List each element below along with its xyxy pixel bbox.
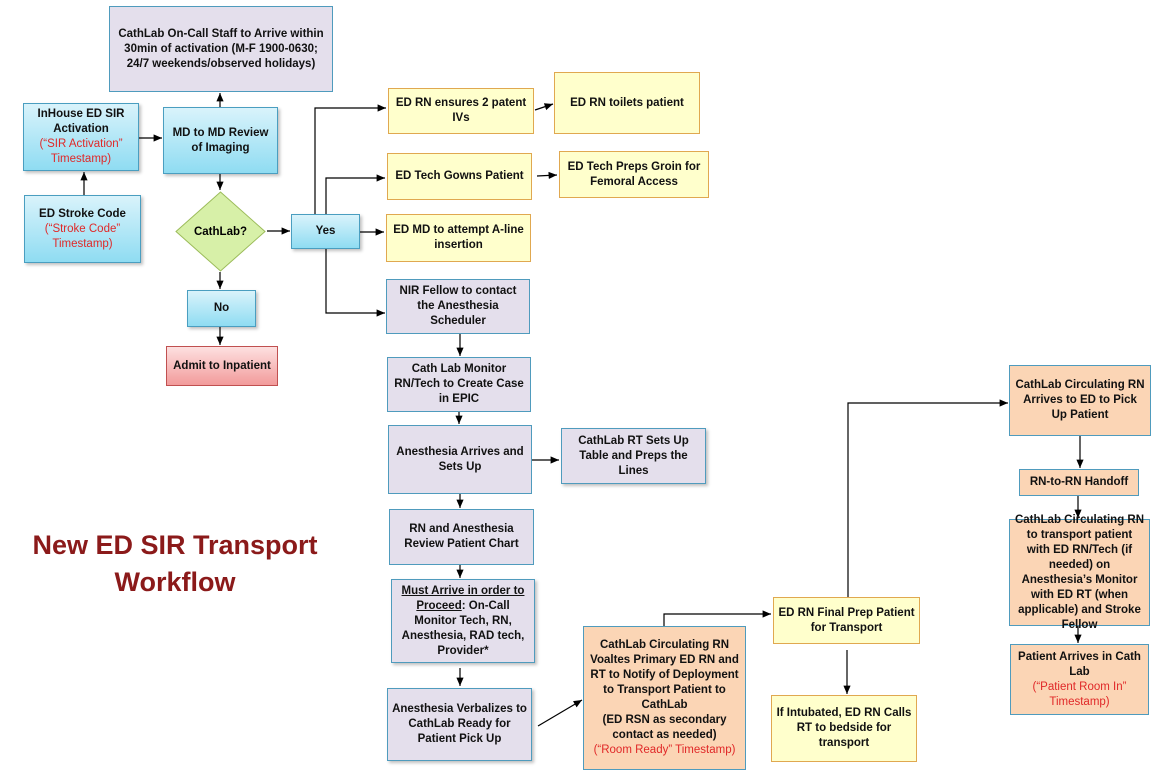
arrow bbox=[534, 103, 554, 111]
yes-text: Yes bbox=[315, 225, 336, 237]
final-prep-box: ED RN Final Prep Patient for Transport bbox=[773, 597, 920, 644]
md-aline-box: ED MD to attempt A-line insertion bbox=[386, 214, 531, 262]
cathlab-decision-label: CathLab? bbox=[193, 225, 248, 238]
md-review-text: MD to MD Review of Imaging bbox=[172, 126, 269, 154]
tech-gowns-box: ED Tech Gowns Patient bbox=[387, 153, 532, 200]
stroke-code-box: ED Stroke Code (“Stroke Code” Timestamp) bbox=[24, 195, 141, 263]
voaltes-box: CathLab Circulating RN Voaltes Primary E… bbox=[583, 626, 746, 770]
final-prep-text: ED RN Final Prep Patient for Transport bbox=[778, 606, 915, 634]
nir-fellow-box: NIR Fellow to contact the Anesthesia Sch… bbox=[386, 279, 530, 334]
diagram-title: New ED SIR Transport Workflow bbox=[32, 530, 318, 597]
stroke-code-timestamp: (“Stroke Code” Timestamp) bbox=[44, 222, 121, 250]
verbalizes-box: Anesthesia Verbalizes to CathLab Ready f… bbox=[387, 688, 532, 761]
stroke-code-text: ED Stroke Code bbox=[39, 207, 126, 220]
inhouse-activation-box: InHouse ED SIR Activation (“SIR Activatio… bbox=[23, 103, 139, 171]
circ-transport-text: CathLab Circulating RN to transport pati… bbox=[1014, 513, 1145, 631]
nir-fellow-text: NIR Fellow to contact the Anesthesia Sch… bbox=[399, 285, 517, 327]
arrow bbox=[536, 171, 558, 180]
anesthesia-arrives-box: Anesthesia Arrives and Sets Up bbox=[388, 425, 532, 494]
arrow bbox=[314, 104, 386, 214]
circ-transport-box: CathLab Circulating RN to transport pati… bbox=[1009, 514, 1150, 631]
rn-ivs-box: ED RN ensures 2 patent IVs bbox=[388, 88, 534, 134]
intubated-box: If Intubated, ED RN Calls RT to bedside … bbox=[771, 695, 917, 762]
review-chart-box: RN and Anesthesia Review Patient Chart bbox=[389, 509, 534, 565]
oncall-staff-text: CathLab On-Call Staff to Arrive within 3… bbox=[118, 27, 324, 70]
admit-inpatient-text: Admit to Inpatient bbox=[173, 359, 271, 372]
md-review-box: MD to MD Review of Imaging bbox=[163, 107, 278, 174]
rn-ivs-text: ED RN ensures 2 patent IVs bbox=[395, 97, 527, 124]
must-arrive-box: Must Arrive in order to Proceed: On-Call… bbox=[391, 579, 535, 663]
cathlab-decision-diamond bbox=[175, 191, 266, 272]
inhouse-activation-text: InHouse ED SIR Activation bbox=[37, 108, 125, 135]
handoff-box: RN-to-RN Handoff bbox=[1019, 469, 1139, 496]
circ-arrives-box: CathLab Circulating RN Arrives to ED to … bbox=[1009, 365, 1151, 436]
anesthesia-arrives-text: Anesthesia Arrives and Sets Up bbox=[396, 445, 524, 473]
arrow bbox=[847, 399, 1008, 597]
arrow bbox=[537, 699, 583, 727]
tech-preps-text: ED Tech Preps Groin for Femoral Access bbox=[567, 160, 701, 188]
must-arrive-text: Must Arrive in order to Proceed: On-Call… bbox=[396, 584, 530, 659]
rt-setup-text: CathLab RT Sets Up Table and Preps the L… bbox=[578, 434, 689, 477]
admit-inpatient-box: Admit to Inpatient bbox=[166, 346, 278, 386]
monitor-case-box: Cath Lab Monitor RN/Tech to Create Case … bbox=[387, 357, 531, 412]
circ-arrives-text: CathLab Circulating RN Arrives to ED to … bbox=[1015, 379, 1145, 421]
handoff-text: RN-to-RN Handoff bbox=[1029, 476, 1129, 488]
arrives-cathlab-text: Patient Arrives in Cath Lab bbox=[1018, 650, 1141, 678]
intubated-text: If Intubated, ED RN Calls RT to bedside … bbox=[776, 707, 912, 749]
patient-room-in-timestamp: (“Patient Room In” Timestamp) bbox=[1032, 680, 1127, 708]
tech-preps-box: ED Tech Preps Groin for Femoral Access bbox=[559, 151, 709, 198]
arrow bbox=[663, 610, 771, 626]
yes-box: Yes bbox=[291, 214, 360, 249]
sir-activation-timestamp: (“SIR Activation” Timestamp) bbox=[39, 138, 123, 165]
rn-toilets-text: ED RN toilets patient bbox=[570, 96, 684, 109]
arrow bbox=[325, 174, 385, 214]
no-text: No bbox=[213, 302, 230, 314]
must-arrive-heading: Must Arrive in order to Proceed bbox=[401, 584, 525, 612]
voaltes-secondary-text: (ED RSN as secondary contact as needed) bbox=[602, 714, 727, 741]
must-arrive-list: : On-Call Monitor Tech, RN, Anesthesia, … bbox=[401, 599, 525, 657]
oncall-staff-box: CathLab On-Call Staff to Arrive within 3… bbox=[109, 6, 333, 92]
no-box: No bbox=[187, 290, 256, 327]
room-ready-timestamp: (“Room Ready” Timestamp) bbox=[593, 744, 736, 756]
review-chart-text: RN and Anesthesia Review Patient Chart bbox=[404, 523, 519, 550]
md-aline-text: ED MD to attempt A-line insertion bbox=[393, 224, 524, 251]
arrives-cathlab-box: Patient Arrives in Cath Lab(“Patient Roo… bbox=[1010, 644, 1149, 715]
rt-setup-box: CathLab RT Sets Up Table and Preps the L… bbox=[561, 428, 706, 484]
tech-gowns-text: ED Tech Gowns Patient bbox=[395, 170, 524, 182]
rn-toilets-box: ED RN toilets patient bbox=[554, 72, 700, 134]
monitor-case-text: Cath Lab Monitor RN/Tech to Create Case … bbox=[394, 363, 524, 405]
arrow bbox=[325, 249, 385, 317]
verbalizes-text: Anesthesia Verbalizes to CathLab Ready f… bbox=[392, 703, 527, 745]
voaltes-text: CathLab Circulating RN Voaltes Primary E… bbox=[590, 639, 739, 711]
